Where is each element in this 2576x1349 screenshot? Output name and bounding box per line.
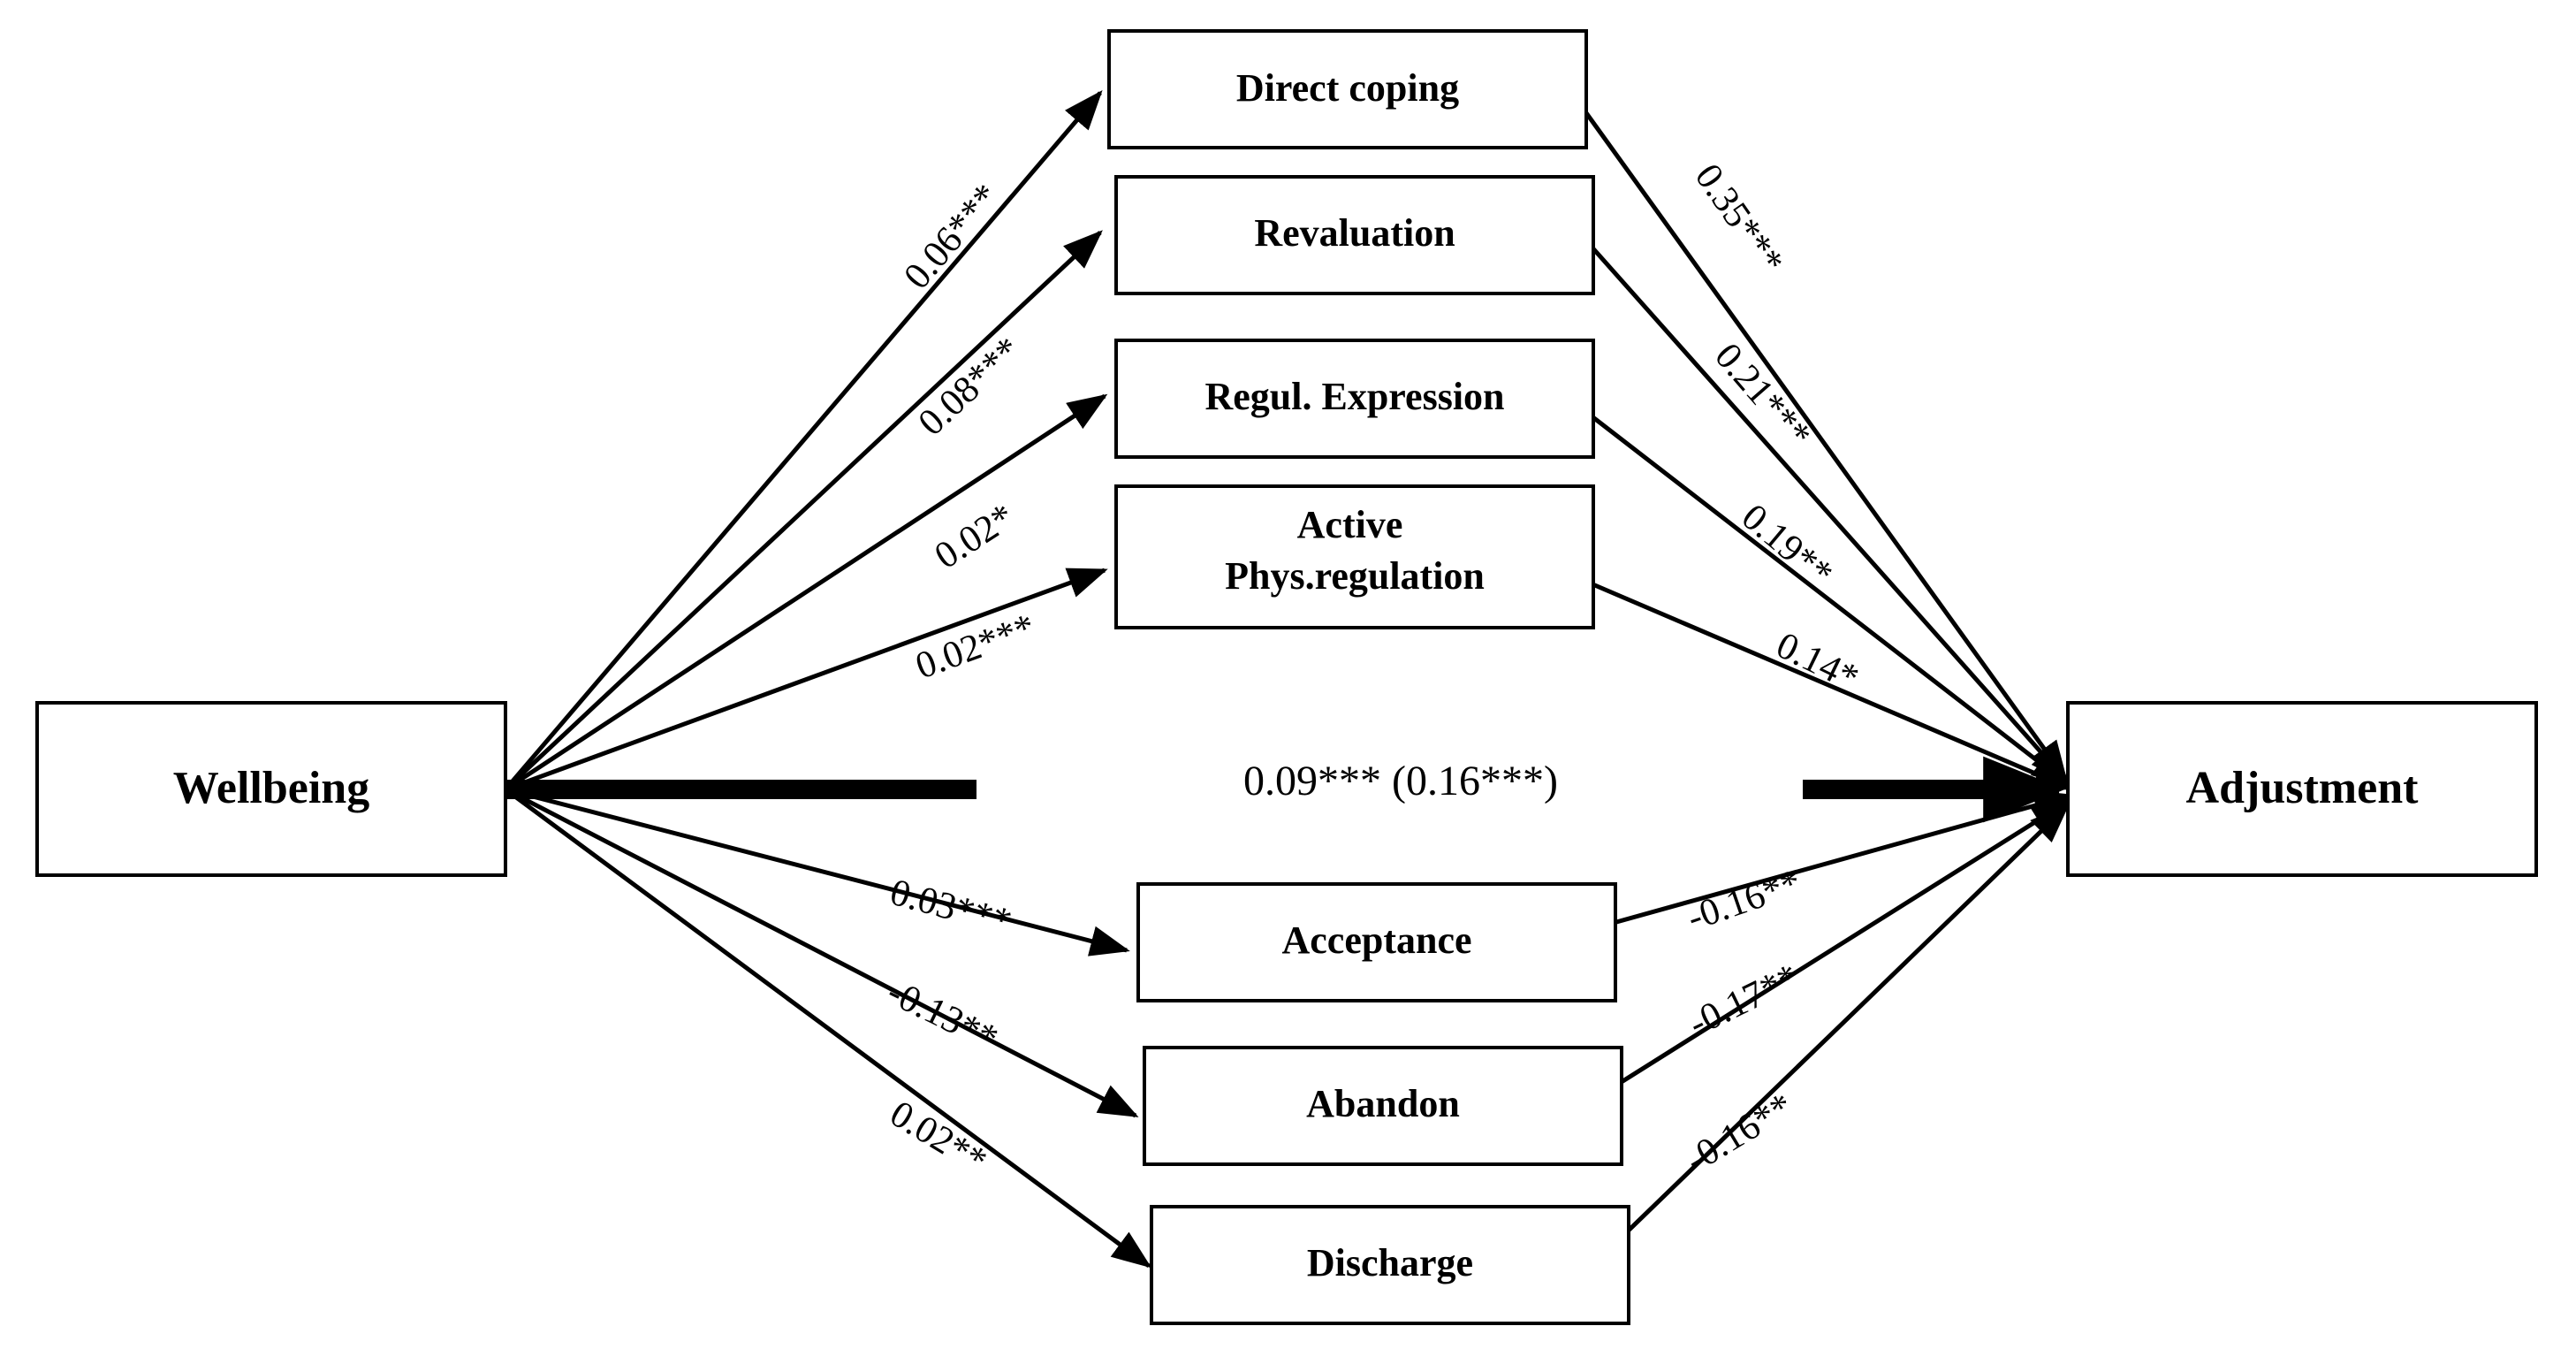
b-path-arrow-regul-expression [1589,414,2072,788]
a-path-arrow-direct-coping [504,89,1103,791]
node-abandon-box [1143,1046,1623,1166]
node-direct-coping-label: Direct coping [1236,66,1459,110]
coef-a-abandon: -0.13** [881,972,1005,1060]
node-abandon[interactable]: Abandon [1143,1046,1623,1166]
a-path-arrow-revaluation [504,230,1103,791]
a-path-arrow-active-phys-reg [505,568,1108,792]
node-active-phys-regulation-line2: Phys.regulation [1225,554,1485,598]
node-active-phys-regulation-line1: Active [1297,503,1403,546]
node-regul-expression-label: Regul. Expression [1204,375,1504,418]
b-path-arrows [1582,109,2074,1250]
coef-b-active-phys-reg: 0.14* [1770,624,1866,699]
node-acceptance-label: Acceptance [1281,918,1471,962]
coef-direct-effect: 0.09*** (0.16***) [1243,758,1558,804]
coef-a-acceptance: 0.03*** [885,872,1015,944]
node-regul-expression-box [1114,339,1595,459]
node-direct-coping[interactable]: Direct coping [1107,29,1588,149]
a-path-arrows [504,89,1152,1269]
b-path-arrow-revaluation [1589,244,2070,784]
node-discharge[interactable]: Discharge [1150,1205,1630,1325]
node-wellbeing[interactable]: Wellbeing [35,701,507,877]
coef-b-abandon: -0.17** [1683,956,1806,1045]
node-acceptance[interactable]: Acceptance [1136,882,1617,1002]
node-active-phys-regulation-label: Active Phys.regulation [1225,503,1485,598]
a-path-arrow-abandon [504,787,1139,1118]
node-adjustment[interactable]: Adjustment [2066,701,2538,877]
node-revaluation-box [1114,175,1595,295]
node-active-phys-regulation[interactable]: Active Phys.regulation [1114,484,1595,629]
node-discharge-box [1150,1205,1630,1325]
node-abandon-label: Abandon [1306,1082,1460,1125]
node-adjustment-box [2066,701,2538,877]
a-path-coefficient-labels: 0.06*** 0.08*** 0.02* 0.02*** 0.03*** -0… [881,176,1041,1182]
coef-a-regul-expression: 0.02* [928,496,1022,577]
b-path-arrow-acceptance [1609,790,2074,926]
node-direct-coping-box [1107,29,1588,149]
coef-a-direct-coping: 0.06*** [896,176,1007,297]
a-path-arrow-regul-expression [504,393,1108,792]
b-path-arrow-direct-coping [1582,109,2068,781]
coef-b-acceptance: -0.16** [1682,862,1806,940]
b-path-arrow-abandon [1608,798,2072,1092]
b-path-arrow-discharge [1608,804,2070,1250]
coef-a-discharge: 0.02** [883,1093,994,1182]
node-revaluation-label: Revaluation [1254,211,1455,255]
node-adjustment-label: Adjustment [2186,763,2420,813]
node-revaluation[interactable]: Revaluation [1114,175,1595,295]
node-active-phys-regulation-box [1114,484,1595,629]
node-regul-expression[interactable]: Regul. Expression [1114,339,1595,459]
a-path-arrow-acceptance [505,787,1130,956]
node-wellbeing-label: Wellbeing [173,763,369,813]
coef-b-direct-coping: 0.35*** [1687,156,1792,281]
node-discharge-label: Discharge [1307,1241,1473,1284]
b-path-arrow-active-phys-reg [1590,581,2074,791]
node-acceptance-box [1136,882,1617,1002]
a-path-arrow-discharge [504,787,1152,1269]
node-wellbeing-box [35,701,507,877]
coef-b-discharge: -0.16** [1678,1086,1800,1182]
coef-a-revaluation: 0.08*** [910,330,1029,445]
